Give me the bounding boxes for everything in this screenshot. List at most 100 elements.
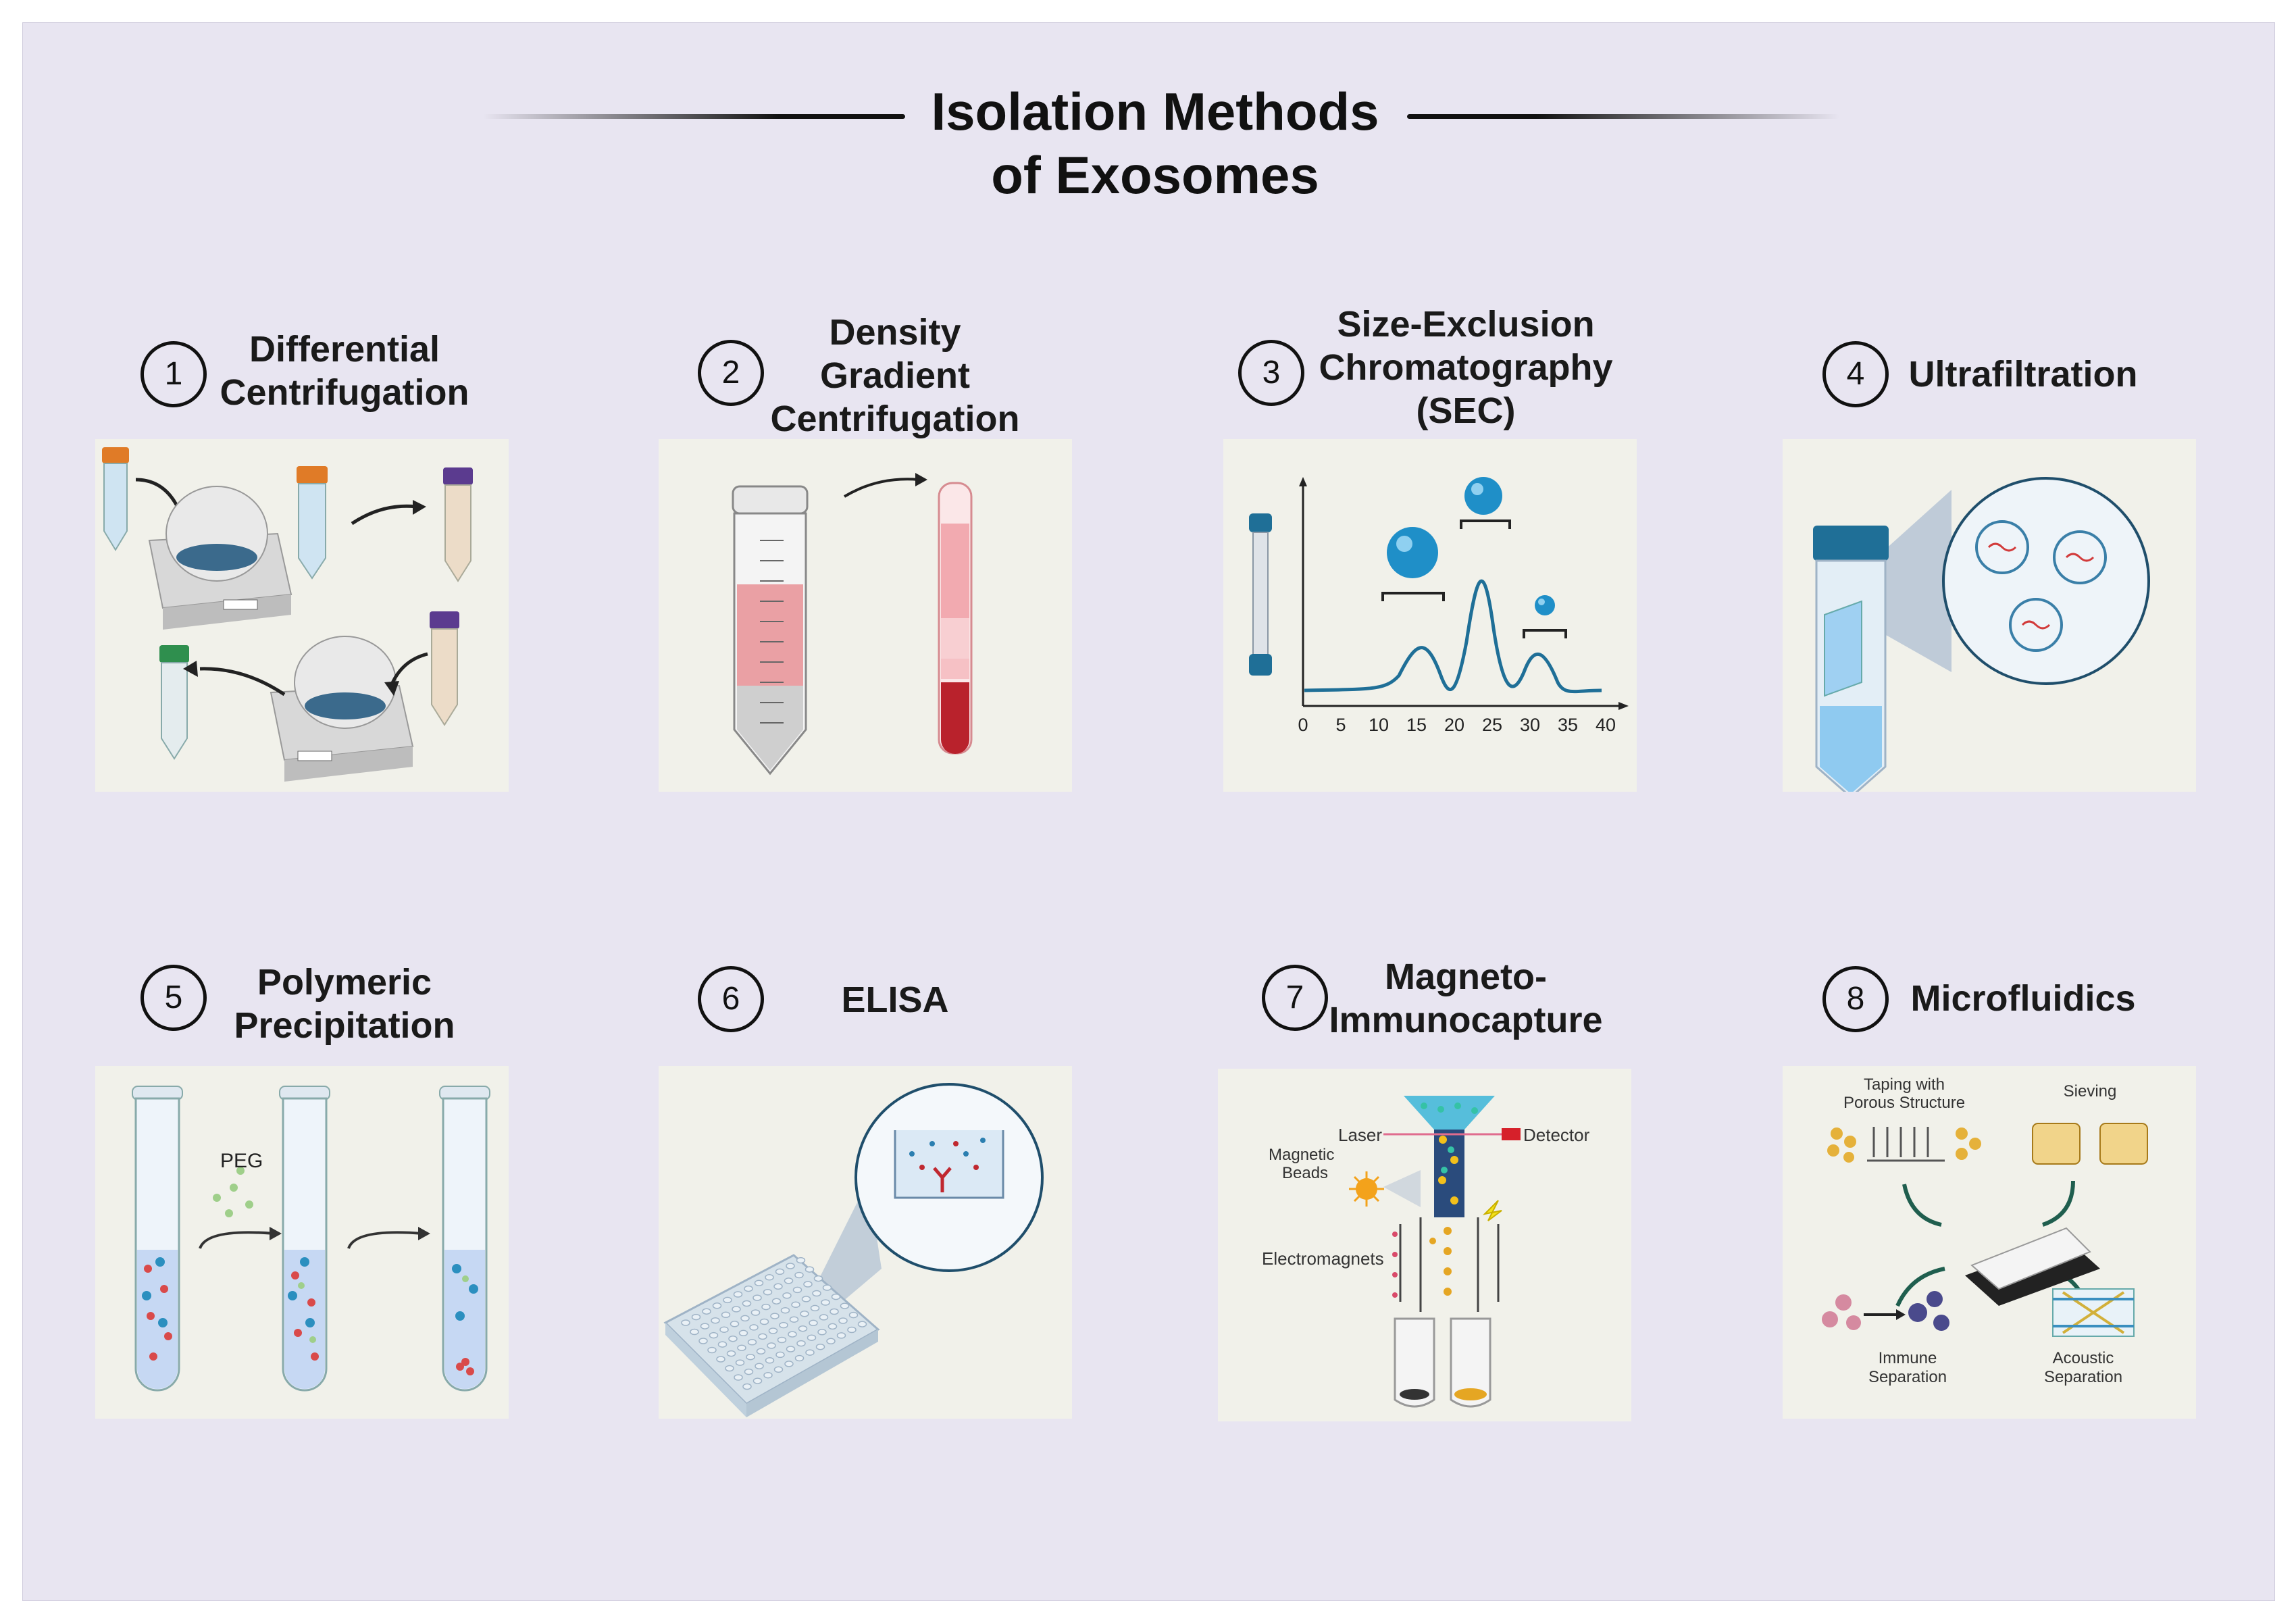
plate-well <box>830 1308 839 1315</box>
plate-well <box>744 1285 753 1292</box>
sec-x-tick-label: 0 <box>1298 715 1308 735</box>
method-number-7: 7 <box>1262 965 1328 1031</box>
plate-well <box>827 1323 838 1330</box>
plate-well <box>725 1365 734 1372</box>
plate-well <box>798 1325 808 1332</box>
plate-well <box>752 1294 762 1301</box>
plate-well <box>786 1346 796 1352</box>
magnetic-bead-icon <box>1349 1171 1384 1207</box>
plate-well <box>800 1311 809 1317</box>
polymeric-precipitation-illustration: PEG <box>132 1086 490 1392</box>
plate-well <box>735 1359 745 1366</box>
method-number-2: 2 <box>698 340 764 406</box>
plate-well <box>791 1301 800 1309</box>
immune-label-1: Immune <box>1879 1349 1937 1367</box>
collection-tube-icon <box>1394 1317 1435 1408</box>
title-rule-right <box>1407 114 1839 119</box>
plate-well <box>831 1293 841 1300</box>
sec-x-tick-label: 25 <box>1482 715 1502 735</box>
plate-well <box>779 1321 788 1329</box>
microfluidic-chip-icon <box>1965 1227 2100 1306</box>
vesicle-small-icon <box>1523 595 1567 638</box>
plate-well <box>771 1298 782 1304</box>
figure-title: Isolation Methods of Exosomes <box>878 80 1432 207</box>
vesicle-medium-icon <box>1460 477 1511 529</box>
plate-well <box>763 1288 773 1296</box>
plate-well <box>815 1343 825 1350</box>
filter-tube-icon <box>1813 526 1889 792</box>
tube-orange-icon <box>102 447 129 551</box>
plate-well <box>857 1321 867 1327</box>
plate-well <box>754 1279 764 1286</box>
plate-well <box>709 1332 719 1339</box>
plate-well <box>810 1304 820 1312</box>
plate-well <box>768 1327 778 1334</box>
plate-well <box>712 1302 722 1309</box>
magnified-well-icon <box>854 1083 1044 1272</box>
sieving-icon <box>2032 1123 2148 1165</box>
plate-well <box>848 1311 859 1319</box>
plate-well <box>822 1284 832 1291</box>
method-label-8: Microfluidics <box>1910 978 2136 1019</box>
plate-well <box>749 1324 759 1331</box>
plate-well <box>784 1277 794 1284</box>
acoustic-separation-icon <box>2052 1288 2135 1337</box>
method-number-6: 6 <box>698 966 764 1032</box>
conical-tube-icon <box>732 485 809 776</box>
plate-well <box>805 1349 815 1356</box>
sec-x-tick-label: 15 <box>1406 715 1427 735</box>
sec-x-tick-label: 40 <box>1596 715 1616 735</box>
plate-well <box>700 1323 710 1329</box>
plate-well <box>765 1274 774 1281</box>
plate-well <box>780 1307 790 1314</box>
plate-well <box>796 1340 806 1347</box>
panel-density-gradient <box>659 439 1072 792</box>
sec-x-tick-label: 5 <box>1335 715 1346 735</box>
plate-well <box>805 1266 815 1273</box>
plate-well <box>707 1346 717 1354</box>
beads-label-2: Beads <box>1282 1164 1328 1182</box>
plate-well <box>744 1368 754 1375</box>
plate-well <box>812 1290 821 1297</box>
plate-well <box>788 1331 797 1338</box>
plate-well <box>821 1299 830 1306</box>
panel-differential-centrifugation <box>95 439 509 792</box>
density-gradient-illustration <box>732 473 973 776</box>
plate-well <box>847 1326 857 1334</box>
collection-tube-icon <box>1450 1317 1491 1408</box>
plate-well <box>691 1313 701 1321</box>
differential-centrifugation-illustration <box>102 447 473 782</box>
plate-well <box>734 1374 743 1381</box>
plate-well <box>755 1363 764 1369</box>
plate-well <box>840 1302 850 1309</box>
sec-x-tick-label: 35 <box>1558 715 1578 735</box>
plate-well <box>740 1315 750 1322</box>
plate-well <box>794 1354 805 1362</box>
plate-well <box>730 1321 740 1327</box>
method-label-4: Ultrafiltration <box>1908 354 2138 395</box>
taping-label-2: Porous Structure <box>1843 1094 1965 1112</box>
plate-well <box>717 1341 728 1348</box>
gradient-tube-icon <box>938 482 973 755</box>
plate-well <box>746 1353 755 1361</box>
panel-magneto-immunocapture: Laser Detector Magnetic Beads Electromag… <box>1218 1069 1631 1421</box>
sec-elution-curve <box>1304 579 1602 694</box>
sec-x-tick-label: 20 <box>1444 715 1464 735</box>
acoustic-label-1: Acoustic <box>2053 1349 2114 1367</box>
reagent-label: PEG <box>220 1150 263 1172</box>
title-rule-left <box>483 114 905 119</box>
plate-well <box>794 1271 804 1279</box>
method-number-4: 4 <box>1822 341 1889 407</box>
plate-well <box>765 1357 775 1364</box>
method-number-8: 8 <box>1822 966 1889 1032</box>
plate-well <box>728 1335 738 1342</box>
porous-structure-icon <box>1827 1127 1981 1163</box>
plate-well <box>759 1318 769 1325</box>
test-tube-icon <box>279 1086 330 1392</box>
